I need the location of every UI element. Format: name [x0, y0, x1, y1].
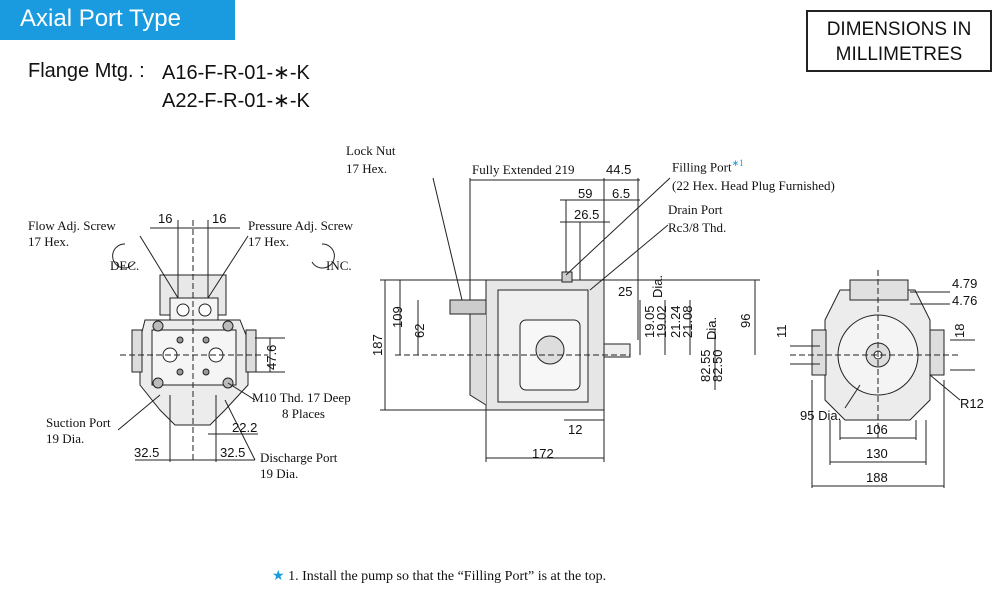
dim-187: 187	[370, 334, 385, 356]
dim-19-02: 19.02	[654, 305, 669, 338]
drain-port-thread: Rc3/8 Thd.	[668, 220, 727, 235]
dim-16-left: 16	[158, 211, 173, 226]
dim-59: 59	[578, 186, 593, 201]
flow-adj-screw-label: Flow Adj. Screw	[28, 218, 116, 233]
dim-47-6: 47.6	[264, 344, 279, 370]
footnote-star-icon: ★	[272, 569, 285, 584]
units-box: DIMENSIONS IN MILLIMETRES	[806, 10, 992, 72]
filling-port-label: Filling Port∗1	[672, 158, 744, 175]
end-view-drawing	[790, 270, 975, 488]
dim-130: 130	[866, 446, 888, 461]
dia-label-1: Dia.	[650, 274, 665, 298]
flange-model-1: A16-F-R-01-∗-K	[162, 62, 310, 84]
inc-label: INC.	[326, 258, 352, 273]
dim-96: 96	[738, 313, 753, 328]
dim-44-5: 44.5	[606, 162, 632, 177]
dim-25: 25	[618, 284, 633, 299]
dim-32-5-left: 32.5	[134, 445, 160, 460]
dim-26-5: 26.5	[574, 207, 600, 222]
units-line-1: DIMENSIONS IN	[826, 19, 972, 40]
lock-nut-label: Lock Nut	[346, 143, 396, 158]
dim-22-2: 22.2	[232, 420, 258, 435]
units-line-2: MILLIMETRES	[835, 44, 963, 65]
discharge-port-label: Discharge Port	[260, 450, 338, 465]
dim-4-79: 4.79	[952, 276, 978, 291]
side-view-drawing	[380, 177, 760, 462]
pressure-adj-screw-label: Pressure Adj. Screw	[248, 218, 354, 233]
suction-port-label: Suction Port	[46, 415, 111, 430]
dim-6-5: 6.5	[612, 186, 631, 201]
dim-12: 12	[568, 422, 583, 437]
flow-adj-hex-label: 17 Hex.	[28, 234, 70, 249]
flange-model-2: A22-F-R-01-∗-K	[162, 90, 310, 112]
dia-label-2: Dia.	[704, 316, 719, 340]
flange-label: Flange Mtg. :	[28, 60, 145, 82]
dim-109: 109	[390, 306, 405, 328]
footnote-text: 1. Install the pump so that the “Filling…	[288, 569, 607, 584]
dim-62: 62	[412, 323, 427, 338]
filling-port-note-mark: ∗1	[731, 158, 744, 168]
dim-21-08: 21.08	[680, 305, 695, 338]
m10-thread-label: M10 Thd. 17 Deep	[252, 390, 351, 405]
footnote: ★ 1. Install the pump so that the “Filli…	[272, 568, 606, 585]
dim-18: 18	[952, 323, 967, 338]
dim-172: 172	[532, 446, 554, 461]
section-title-tab: Axial Port Type	[0, 0, 235, 40]
dec-label: DEC.	[110, 258, 140, 273]
dim-106: 106	[866, 422, 888, 437]
filling-port-sub: (22 Hex. Head Plug Furnished)	[672, 178, 835, 193]
dim-188: 188	[866, 470, 888, 485]
pressure-adj-hex-label: 17 Hex.	[248, 234, 290, 249]
drain-port-label: Drain Port	[668, 202, 723, 217]
dim-16-right: 16	[212, 211, 227, 226]
m10-places-label: 8 Places	[282, 406, 325, 421]
suction-port-dia: 19 Dia.	[46, 431, 85, 446]
dim-95-dia: 95 Dia.	[800, 408, 842, 423]
dim-4-76: 4.76	[952, 293, 978, 308]
section-title: Axial Port Type	[20, 5, 181, 32]
dim-82-50: 82.50	[710, 349, 725, 382]
dim-32-5-right: 32.5	[220, 445, 246, 460]
dim-r12: R12	[960, 396, 984, 411]
dim-11: 11	[774, 324, 789, 339]
lock-nut-hex: 17 Hex.	[346, 161, 388, 176]
front-view-drawing	[112, 220, 335, 462]
filling-port-text: Filling Port	[672, 159, 732, 175]
fully-extended-dim: Fully Extended 219	[472, 162, 575, 177]
discharge-port-dia: 19 Dia.	[260, 466, 299, 481]
